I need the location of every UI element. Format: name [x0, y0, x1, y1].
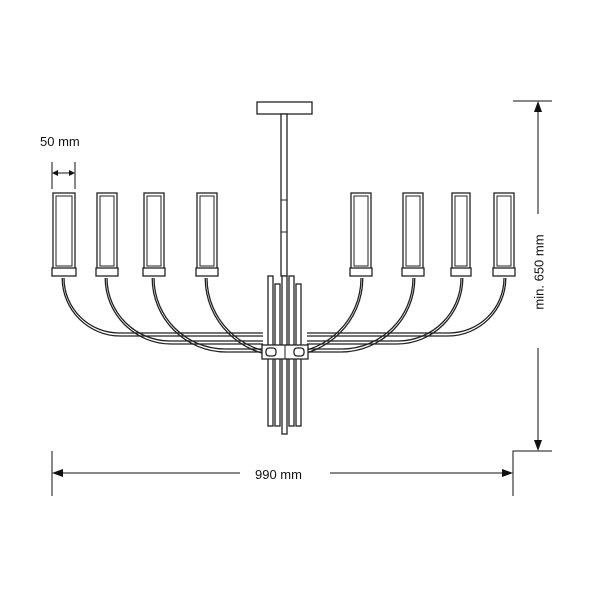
glass-shades — [51, 192, 516, 277]
height-dimension — [513, 100, 552, 452]
glass-shade — [95, 192, 119, 277]
arm-curve — [307, 277, 414, 350]
glass-shade — [51, 192, 77, 277]
glass-shade — [450, 192, 472, 277]
arm-curve — [151, 277, 263, 353]
arm-curve — [307, 277, 505, 334]
glass-shade — [142, 192, 166, 277]
arm-curve — [63, 277, 263, 334]
glass-shade — [195, 192, 219, 277]
tube-width-label: 50 mm — [40, 134, 80, 149]
ceiling-canopy — [256, 101, 313, 115]
glass-shade — [401, 192, 425, 277]
height-label: min. 650 mm — [531, 222, 547, 322]
arm-curve — [106, 277, 263, 342]
height-label-text: min. 650 mm — [531, 230, 547, 314]
arm-curve — [307, 277, 462, 342]
arm-curve — [307, 277, 464, 345]
glass-shade — [349, 192, 373, 277]
width-label: 990 mm — [249, 467, 308, 482]
arms — [61, 277, 507, 357]
arm-curve — [104, 277, 263, 345]
arm-curve — [307, 277, 507, 337]
width-dimension — [51, 450, 525, 496]
tube-width-dimension — [51, 162, 76, 189]
central-hub — [261, 344, 309, 360]
suspension-rod — [280, 113, 288, 277]
glass-shade — [492, 192, 516, 277]
arm-curve — [61, 277, 263, 337]
arm-curve — [153, 277, 263, 350]
